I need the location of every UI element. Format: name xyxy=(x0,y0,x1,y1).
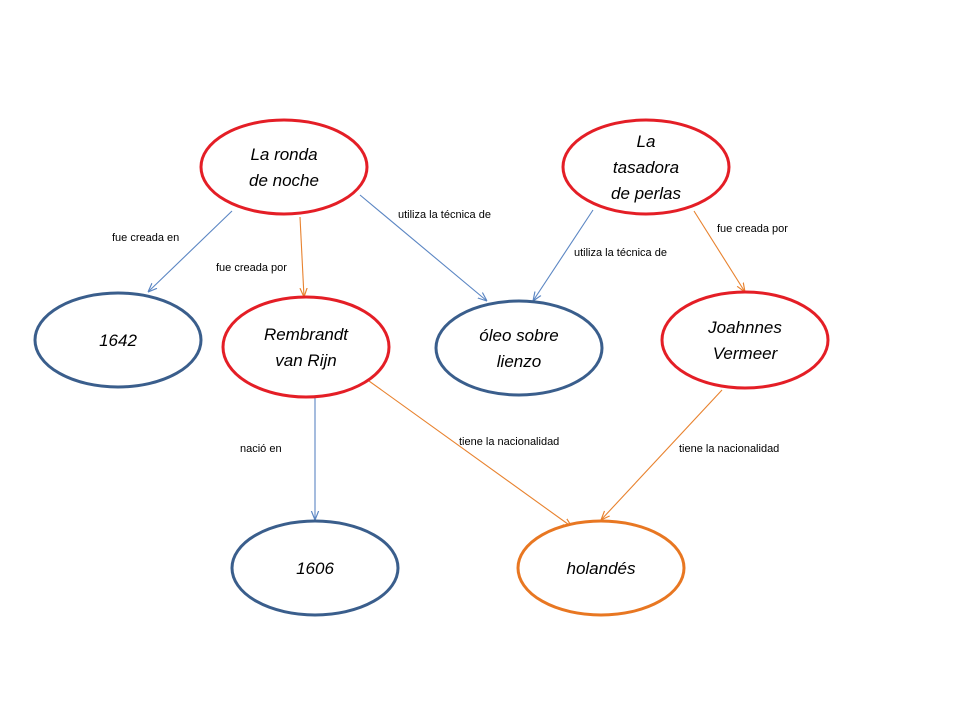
edge-label-vermeer-holandes: tiene la nacionalidad xyxy=(679,443,779,455)
node-label-rembrandt-line-2: van Rijn xyxy=(275,351,336,370)
edge-tasadora-vermeer xyxy=(693,210,745,292)
node-ellipse-y1606 xyxy=(230,519,400,617)
node-ellipse-rembrandt xyxy=(221,295,391,399)
node-y1606: 1606 xyxy=(230,519,400,617)
edge-label-ronda-1642: fue creada en xyxy=(112,232,179,244)
node-ellipse-holandes xyxy=(516,519,686,617)
node-ellipse-oleo xyxy=(434,299,604,397)
node-label-tasadora-line-2: tasadora xyxy=(613,158,679,177)
node-ellipse-vermeer xyxy=(660,290,830,390)
node-ellipse-y1642 xyxy=(33,291,203,389)
node-rembrandt: Rembrandt van Rijn xyxy=(221,295,391,399)
node-tasadora: La tasadora de perlas xyxy=(561,118,731,216)
edge-label-ronda-rembrandt: fue creada por xyxy=(216,262,287,274)
edge-ronda-1642 xyxy=(148,210,233,292)
node-label-y1606-line-1: 1606 xyxy=(296,559,334,578)
node-label-tasadora-line-1: La xyxy=(637,132,656,151)
node-label-ronda-line-2: de noche xyxy=(249,171,319,190)
edge-label-rembrandt-holandes: tiene la nacionalidad xyxy=(459,436,559,448)
edge-ronda-rembrandt xyxy=(300,216,304,297)
node-label-ronda-line-1: La ronda xyxy=(250,145,317,164)
edges-layer xyxy=(148,194,745,527)
node-y1642: 1642 xyxy=(33,291,203,389)
edge-rembrandt-holandes xyxy=(368,380,572,527)
node-label-holandes-line-1: holandés xyxy=(566,559,636,578)
edge-label-rembrandt-1606: nació en xyxy=(240,443,282,455)
node-label-rembrandt-line-1: Rembrandt xyxy=(264,325,349,344)
edge-label-ronda-oleo: utiliza la técnica de xyxy=(398,209,491,221)
edge-label-tasadora-vermeer: fue creada por xyxy=(717,223,788,235)
edge-vermeer-holandes xyxy=(601,389,723,520)
edge-ronda-oleo xyxy=(359,194,487,301)
nodes-layer: La ronda de noche La tasadora de perlas 1642 R… xyxy=(33,118,830,617)
edge-tasadora-oleo xyxy=(533,209,594,301)
node-ronda: La ronda de noche xyxy=(199,118,369,216)
node-ellipse-tasadora xyxy=(561,118,731,216)
node-oleo: óleo sobre lienzo xyxy=(434,299,604,397)
node-label-vermeer-line-2: Vermeer xyxy=(713,344,779,363)
node-label-vermeer-line-1: Joahnnes xyxy=(707,318,782,337)
edge-labels-layer: fue creada en fue creada por utiliza la té… xyxy=(112,209,788,455)
node-ellipse-ronda xyxy=(199,118,369,216)
edge-label-tasadora-oleo: utiliza la técnica de xyxy=(574,247,667,259)
node-label-tasadora-line-3: de perlas xyxy=(611,184,681,203)
node-label-oleo-line-2: lienzo xyxy=(497,352,541,371)
node-label-y1642-line-1: 1642 xyxy=(99,331,137,350)
node-holandes: holandés xyxy=(516,519,686,617)
node-label-oleo-line-1: óleo sobre xyxy=(479,326,558,345)
